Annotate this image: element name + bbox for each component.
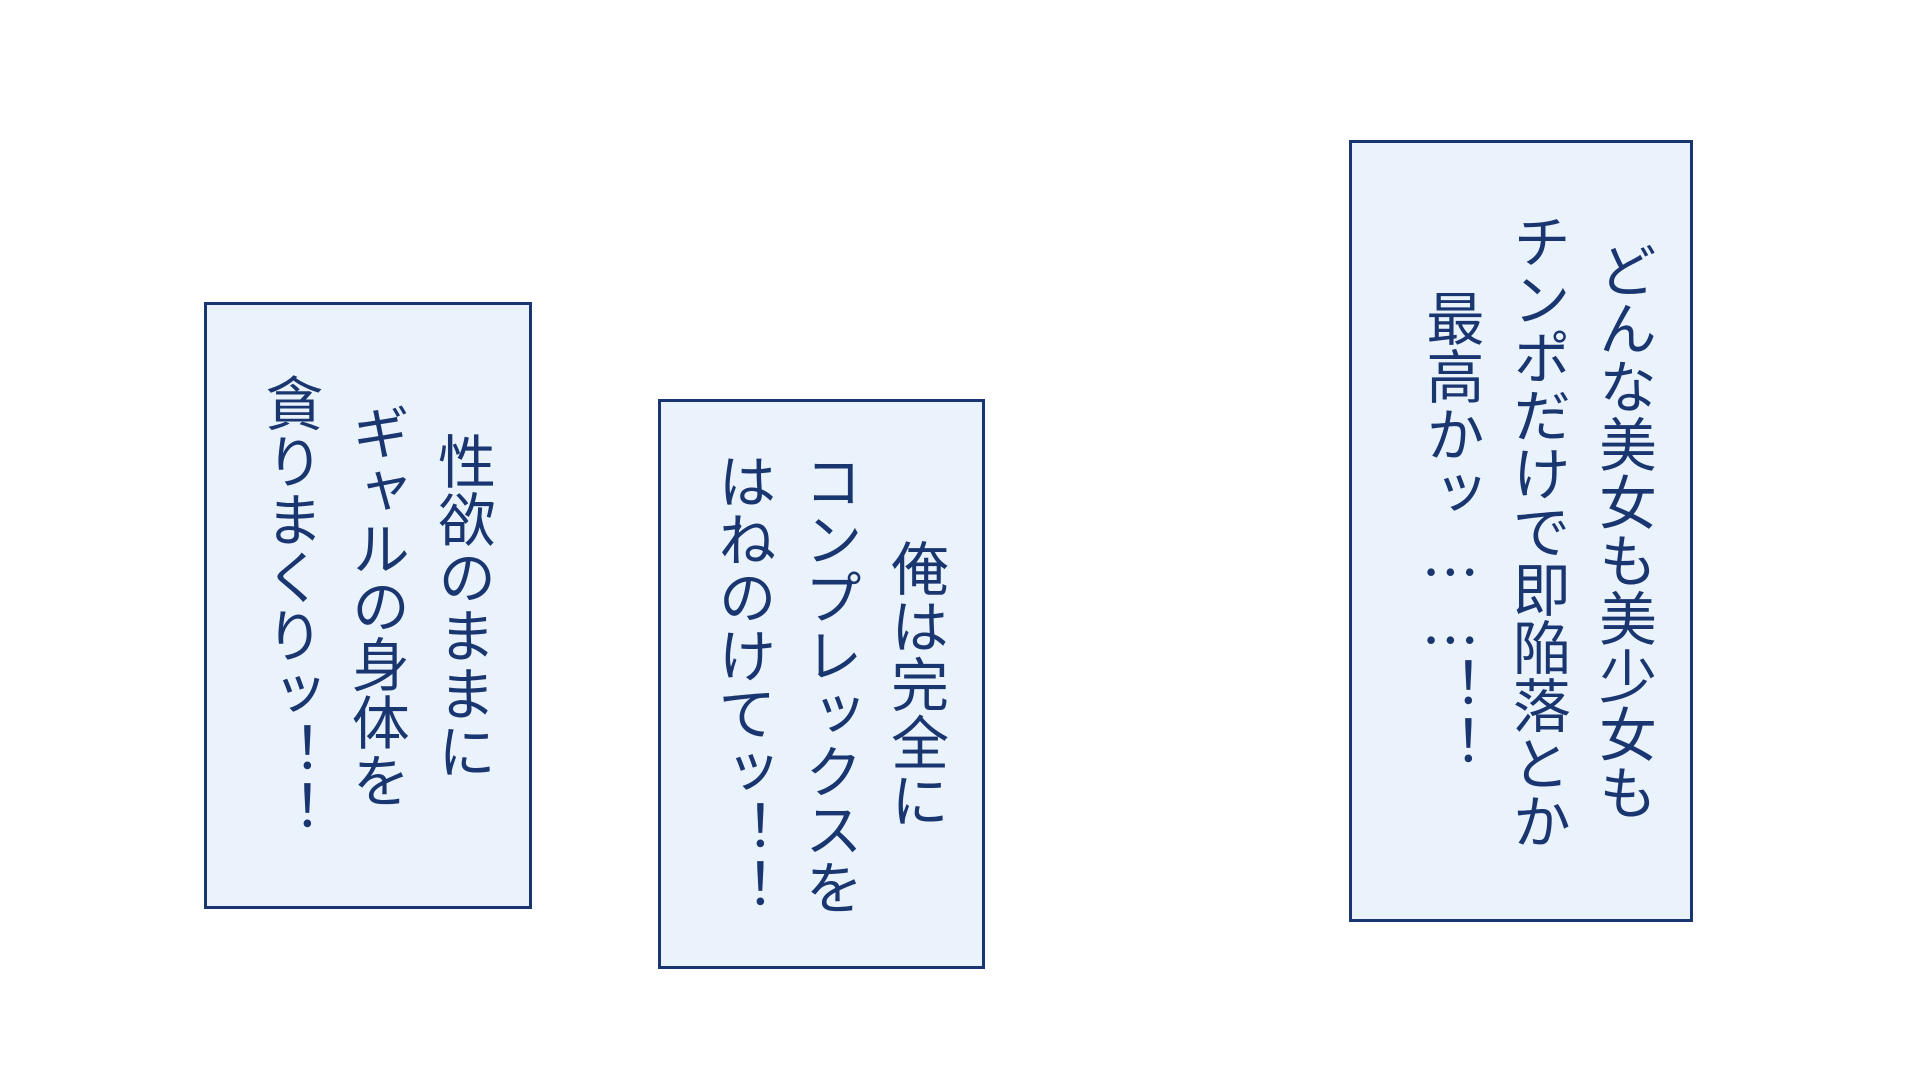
caption-right-line-2: チンポだけで即陥落とか <box>1502 212 1571 850</box>
caption-middle-line-2: コンプレックスを <box>794 452 863 916</box>
caption-left-line-1: 性欲のままに <box>428 431 496 780</box>
caption-box-middle: 俺は完全に コンプレックスを はねのけてッ！！ <box>658 399 985 969</box>
caption-middle-line-1: 俺は完全に <box>881 539 949 829</box>
caption-left-line-2: ギャルの身体を <box>341 402 410 809</box>
caption-box-right: どんな美女も美少女も チンポだけで即陥落とか 最高かッ……！！ <box>1349 140 1693 922</box>
caption-middle-line-3: はねのけてッ！！ <box>708 452 777 916</box>
caption-box-left: 性欲のままに ギャルの身体を 貪りまくりッ！！ <box>204 302 532 909</box>
caption-right-line-1: どんな美女も美少女も <box>1589 241 1657 821</box>
caption-right-line-3: 最高かッ……！！ <box>1416 289 1485 773</box>
caption-left-line-3: 貪りまくりッ！！ <box>255 373 324 838</box>
